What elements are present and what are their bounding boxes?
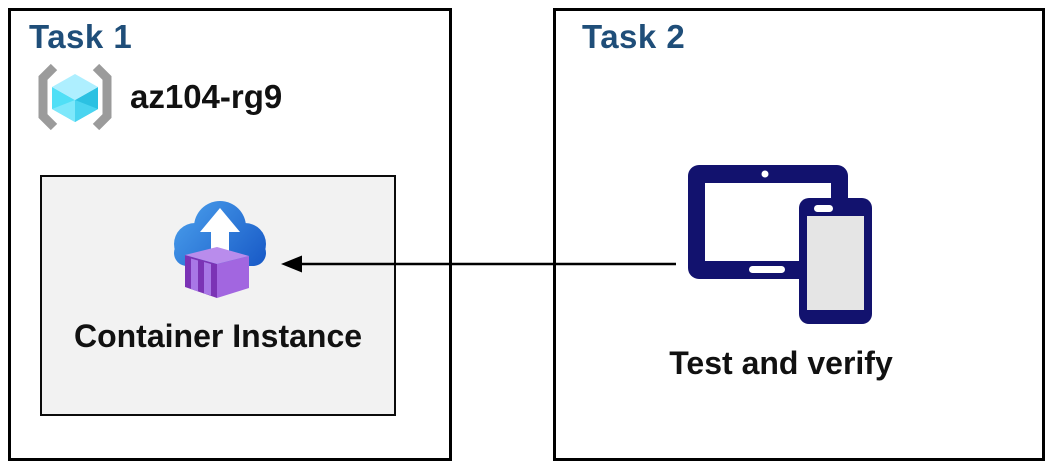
- speaker-slot-icon: [814, 205, 833, 212]
- container-box-icon: [185, 247, 249, 298]
- task2-box: Task 2 Test and verify: [553, 8, 1045, 461]
- task2-title: Task 2: [582, 18, 686, 55]
- container-instance-panel: Container Instance: [40, 175, 396, 416]
- arrowhead-icon: [281, 255, 302, 273]
- phone-icon: [799, 198, 872, 324]
- camera-dot-icon: [761, 170, 769, 178]
- devices-icon: [688, 165, 872, 324]
- test-verify-label: Test and verify: [669, 345, 893, 381]
- container-instance-label: Container Instance: [73, 318, 363, 354]
- task1-box: Task 1 az104-rg9: [8, 8, 452, 461]
- resource-group-name: az104-rg9: [130, 78, 283, 115]
- bracket-right-icon: [92, 63, 112, 131]
- task1-title: Task 1: [29, 18, 133, 55]
- upload-arrow-icon: [200, 208, 240, 256]
- cube-icon: [52, 74, 98, 122]
- bracket-left-icon: [38, 63, 58, 131]
- resource-group: az104-rg9: [33, 62, 282, 132]
- resource-group-icon: [38, 63, 112, 131]
- home-button-icon: [749, 266, 785, 273]
- container-instance-icon: [174, 201, 266, 298]
- flow-arrow: [281, 255, 676, 273]
